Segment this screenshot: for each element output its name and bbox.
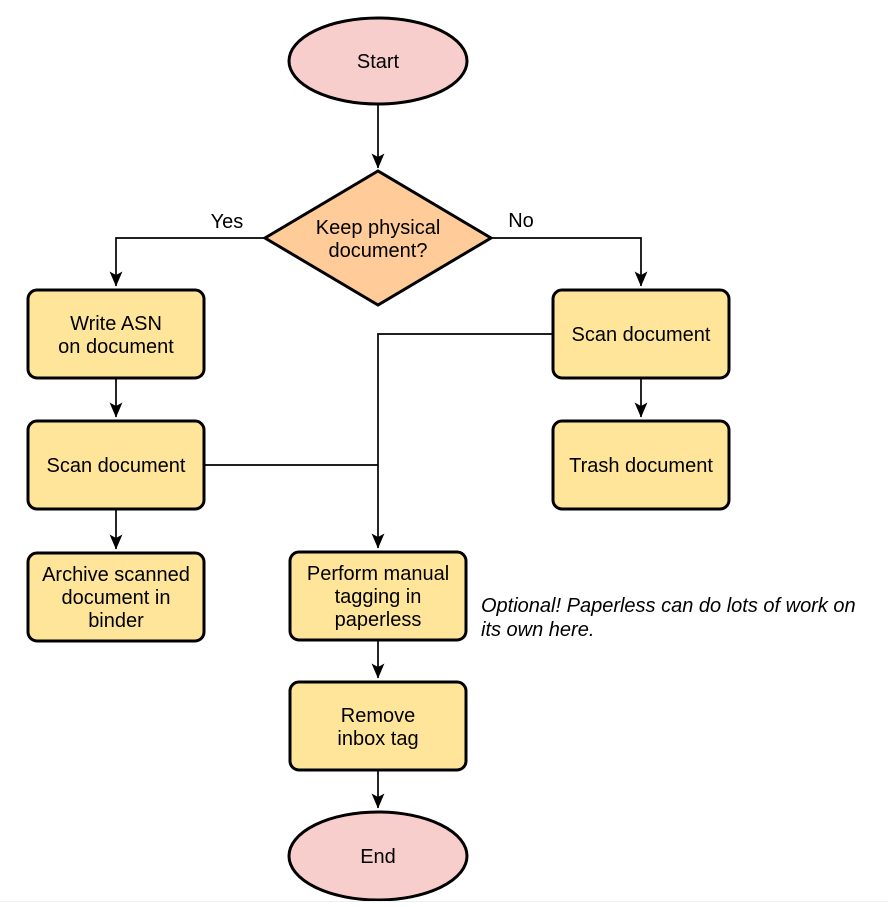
trash-document-node — [551, 419, 731, 511]
end-node-label: End — [360, 846, 396, 868]
end-node — [287, 810, 469, 902]
scan-document-right-label: Scan document — [572, 324, 711, 346]
optional-note-line2: its own here. — [481, 619, 594, 641]
remove-inbox-label-line2: inbox tag — [337, 728, 418, 750]
write-asn-label-line1: Write ASN — [70, 313, 162, 335]
start-node — [287, 16, 469, 106]
write-asn-node — [26, 288, 206, 380]
remove-inbox-label-line1: Remove — [341, 705, 415, 727]
edge-decision-yes — [109, 237, 265, 287]
optional-note-line1: Optional! Paperless can do lots of work … — [481, 595, 856, 617]
archive-label-line3: binder — [88, 610, 144, 632]
archive-node — [26, 551, 206, 643]
trash-document-label: Trash document — [569, 455, 713, 477]
archive-label-line1: Archive scanned — [42, 564, 190, 586]
decision-node-label-line1: Keep physical — [316, 217, 441, 239]
decision-node — [262, 169, 494, 307]
tagging-label-line2: tagging in — [335, 586, 422, 608]
scan-document-left-label: Scan document — [47, 455, 186, 477]
no-edge-label: No — [508, 210, 534, 232]
scan-document-left-node — [26, 419, 206, 511]
yes-edge-label: Yes — [211, 211, 244, 233]
decision-node-label-line2: document? — [329, 240, 428, 262]
start-node-label: Start — [357, 51, 400, 73]
scan-document-right-node — [551, 288, 731, 380]
tagging-node — [288, 550, 468, 642]
edge-scanright-to-tagging — [371, 333, 553, 549]
edge-decision-no — [491, 237, 648, 287]
archive-label-line2: document in — [62, 587, 171, 609]
tagging-label-line3: paperless — [335, 609, 422, 631]
write-asn-label-line2: on document — [58, 336, 174, 358]
tagging-label-line1: Perform manual — [307, 563, 449, 585]
remove-inbox-tag-node — [288, 680, 468, 772]
